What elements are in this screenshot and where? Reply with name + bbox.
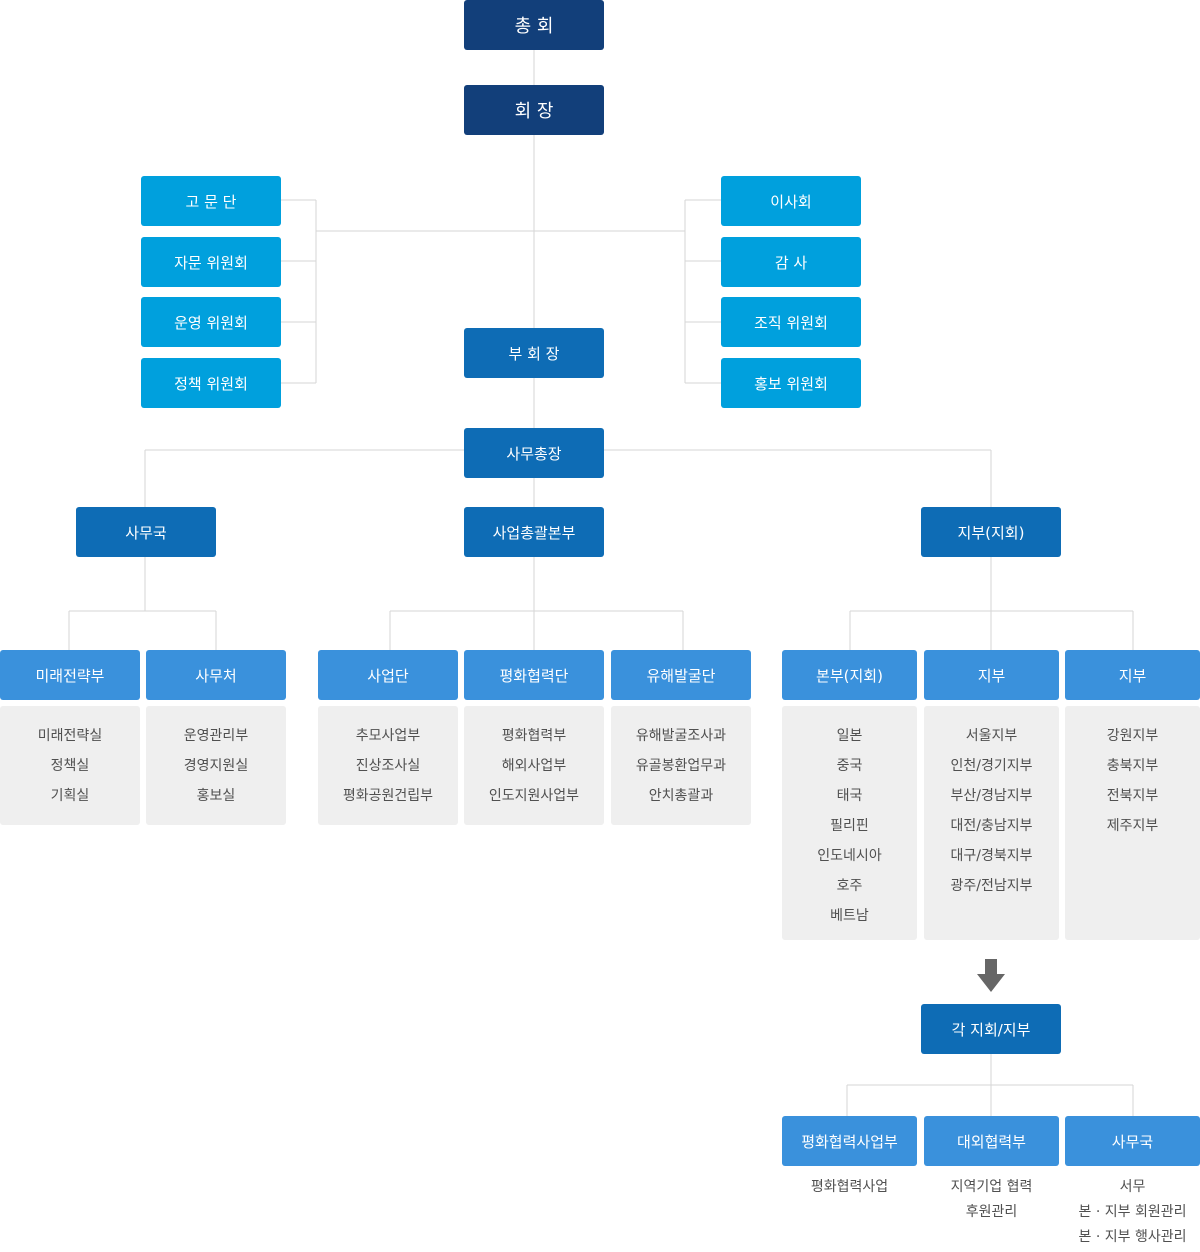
remains-excavation-group-box: 유해발굴단 [611,650,751,700]
operations-committee-box: 운영 위원회 [141,297,281,347]
list-item: 유해발굴조사과 [635,728,727,744]
branches-division-box: 지부(지회) [921,507,1061,557]
branch-secretariat-list: 서무 본 · 지부 회원관리 본 · 지부 행사관리 [1065,1177,1200,1252]
publicity-committee-box: 홍보 위원회 [721,358,861,408]
future-strategy-list: 미래전략실 정책실 기획실 [0,706,140,825]
list-item: 서무 [1119,1179,1146,1195]
advisory-committee-box: 자문 위원회 [141,237,281,287]
list-item: 지역기업 협력 [950,1179,1033,1195]
business-group-list: 추모사업부 진상조사실 평화공원건립부 [318,706,458,825]
list-item: 유골봉환업무과 [635,758,727,774]
advisory-group-box: 고 문 단 [141,176,281,226]
peace-cooperation-list: 평화협력부 해외사업부 인도지원사업부 [464,706,604,825]
secretariat-office-list: 운영관리부 경영지원실 홍보실 [146,706,286,825]
audit-box: 감 사 [721,237,861,287]
list-item: 태국 [836,788,863,804]
list-item: 광주/전남지부 [950,878,1033,894]
arrow-down-icon [977,959,1005,992]
list-item: 인도지원사업부 [488,788,580,804]
list-item: 강원지부 [1106,728,1159,744]
remains-excavation-list: 유해발굴조사과 유골봉환업무과 안치총괄과 [611,706,751,825]
overseas-chapter-box: 본부(지회) [782,650,917,700]
domestic-branch-2-box: 지부 [1065,650,1200,700]
list-item: 홍보실 [196,788,236,804]
future-strategy-dept-box: 미래전략부 [0,650,140,700]
list-item: 부산/경남지부 [950,788,1033,804]
list-item: 경영지원실 [183,758,249,774]
secretariat-office-box: 사무처 [146,650,286,700]
list-item: 서울지부 [965,728,1018,744]
list-item: 인천/경기지부 [950,758,1033,774]
list-item: 중국 [836,758,863,774]
list-item: 후원관리 [965,1204,1018,1220]
list-item: 평화협력부 [501,728,567,744]
list-item: 진상조사실 [355,758,421,774]
policy-committee-box: 정책 위원회 [141,358,281,408]
list-item: 기획실 [50,788,90,804]
peace-cooperation-group-box: 평화협력단 [464,650,604,700]
list-item: 미래전략실 [37,728,103,744]
business-group-box: 사업단 [318,650,458,700]
list-item: 평화협력사업 [810,1179,889,1195]
list-item: 추모사업부 [355,728,421,744]
external-cooperation-list: 지역기업 협력 후원관리 [924,1177,1059,1227]
list-item: 본 · 지부 회원관리 [1078,1204,1187,1220]
general-assembly-box: 총 회 [464,0,604,50]
president-box: 회 장 [464,85,604,135]
list-item: 본 · 지부 행사관리 [1078,1229,1187,1245]
secretariat-division-box: 사무국 [76,507,216,557]
domestic-branch-box: 지부 [924,650,1059,700]
secretary-general-box: 사무총장 [464,428,604,478]
list-item: 일본 [836,728,863,744]
list-item: 운영관리부 [183,728,249,744]
vice-president-box: 부 회 장 [464,328,604,378]
organization-committee-box: 조직 위원회 [721,297,861,347]
list-item: 인도네시아 [817,848,882,864]
domestic-branch-list: 서울지부 인천/경기지부 부산/경남지부 대전/충남지부 대구/경북지부 광주/… [924,706,1059,940]
overseas-chapter-list: 일본 중국 태국 필리핀 인도네시아 호주 베트남 [782,706,917,940]
board-of-directors-box: 이사회 [721,176,861,226]
each-branch-box: 각 지회/지부 [921,1004,1061,1054]
external-cooperation-dept-box: 대외협력부 [924,1116,1059,1166]
domestic-branch-2-list: 강원지부 충북지부 전북지부 제주지부 [1065,706,1200,940]
peace-cooperation-business-dept-box: 평화협력사업부 [782,1116,917,1166]
list-item: 대전/충남지부 [950,818,1033,834]
business-hq-box: 사업총괄본부 [464,507,604,557]
list-item: 제주지부 [1106,818,1159,834]
list-item: 호주 [836,878,863,894]
list-item: 베트남 [830,908,869,924]
peace-cooperation-business-list: 평화협력사업 [782,1177,917,1202]
list-item: 해외사업부 [501,758,567,774]
list-item: 전북지부 [1106,788,1159,804]
list-item: 필리핀 [830,818,869,834]
list-item: 대구/경북지부 [950,848,1033,864]
list-item: 안치총괄과 [648,788,714,804]
list-item: 평화공원건립부 [342,788,434,804]
list-item: 충북지부 [1106,758,1159,774]
list-item: 정책실 [50,758,90,774]
branch-secretariat-box: 사무국 [1065,1116,1200,1166]
